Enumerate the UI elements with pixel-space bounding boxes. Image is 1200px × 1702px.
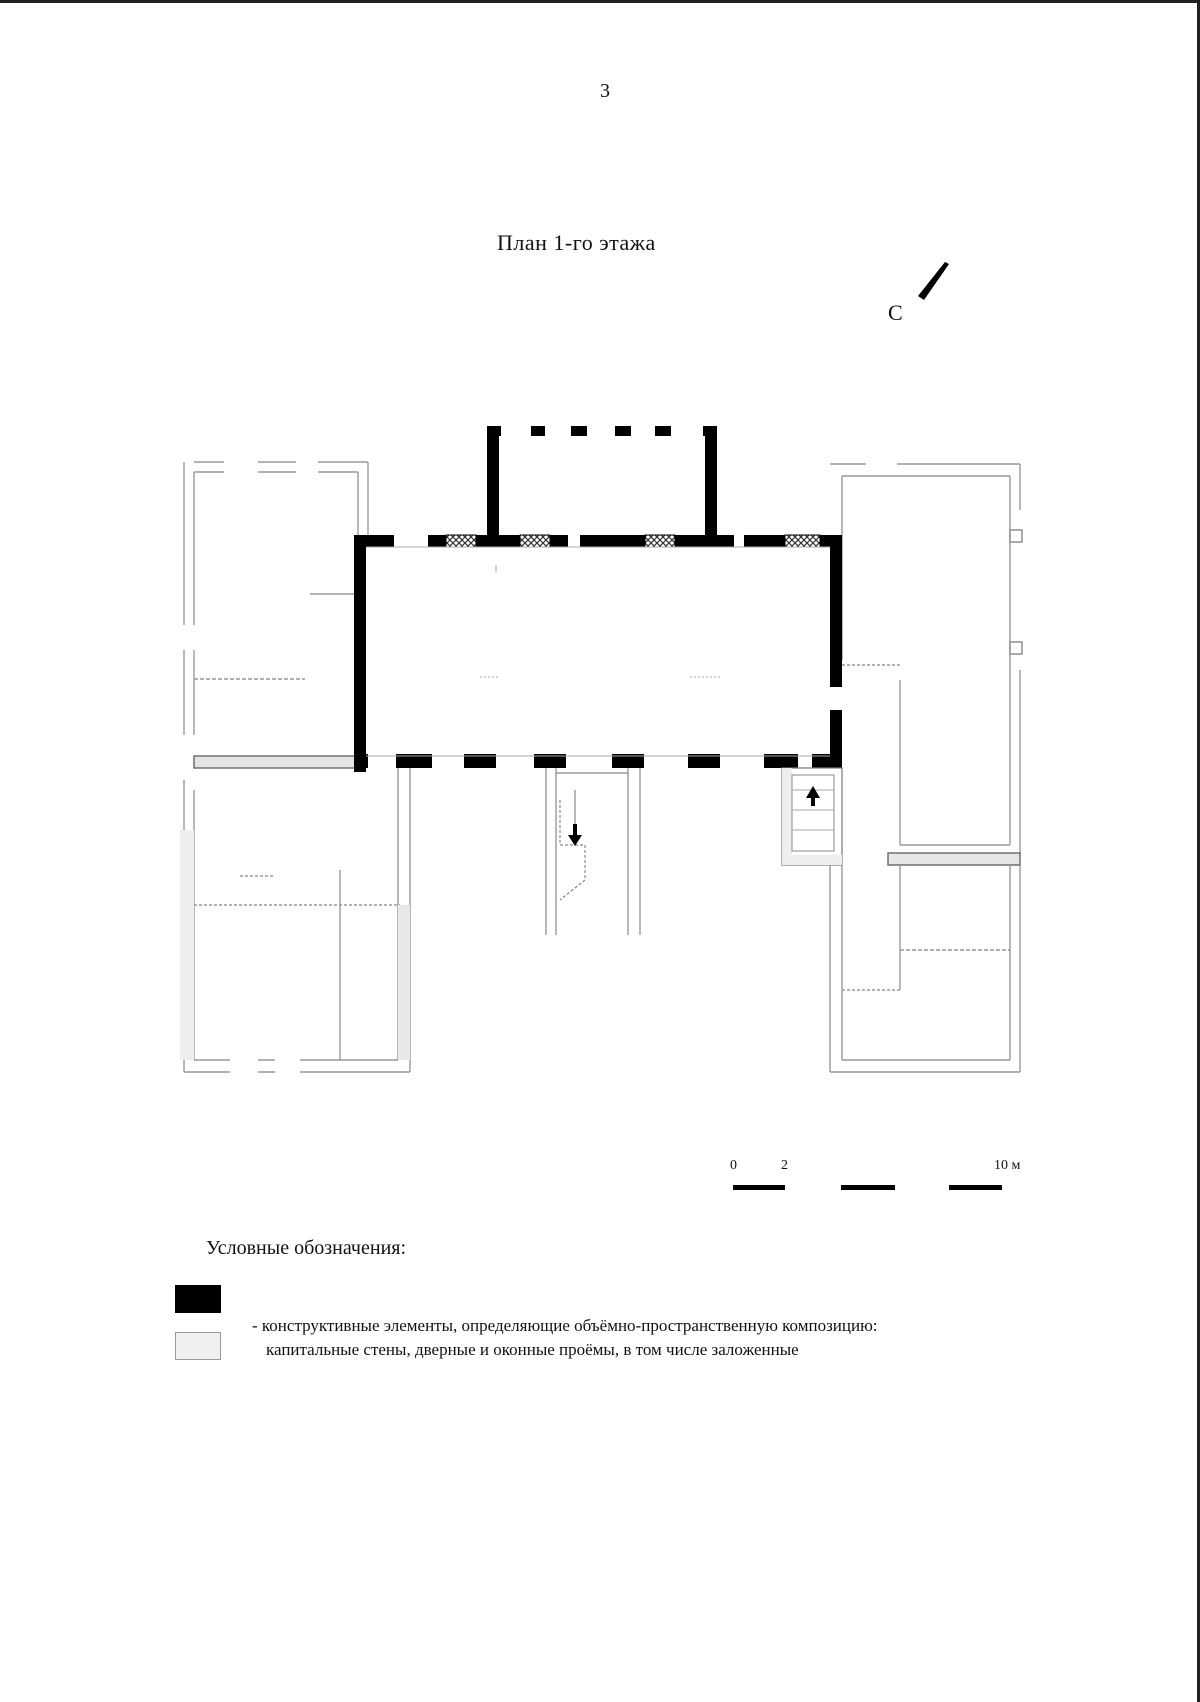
- page-border-top: [0, 0, 1200, 3]
- plan-title: План 1-го этажа: [497, 230, 656, 255]
- central-staircase: [545, 768, 641, 935]
- legend-line-1: - конструктивные элементы, определяющие …: [252, 1316, 878, 1335]
- north-arrow-icon: [918, 262, 949, 300]
- legend-swatch-structural: [175, 1285, 221, 1313]
- scale-label-mid: 2: [781, 1158, 788, 1173]
- legend-title: Условные обозначения:: [206, 1237, 407, 1259]
- right-wing: [829, 463, 1023, 1073]
- staircase-arrow-icon: [568, 824, 582, 846]
- left-wing: [180, 461, 411, 1073]
- legend-text: - конструктивные элементы, определяющие …: [252, 1314, 1152, 1362]
- legend-swatch-other: [175, 1332, 221, 1360]
- scale-bar: [733, 1185, 1002, 1190]
- legend-line-2: капитальные стены, дверные и оконные про…: [266, 1340, 799, 1359]
- hall-details: [366, 546, 830, 757]
- central-hall-walls: [354, 426, 842, 772]
- page-border-right: [1197, 0, 1200, 1702]
- scale-label-start: 0: [730, 1158, 737, 1173]
- page-number: 3: [600, 80, 610, 102]
- north-label: С: [888, 300, 903, 325]
- scale-label-end: 10 м: [994, 1158, 1021, 1173]
- side-staircase: [781, 767, 843, 866]
